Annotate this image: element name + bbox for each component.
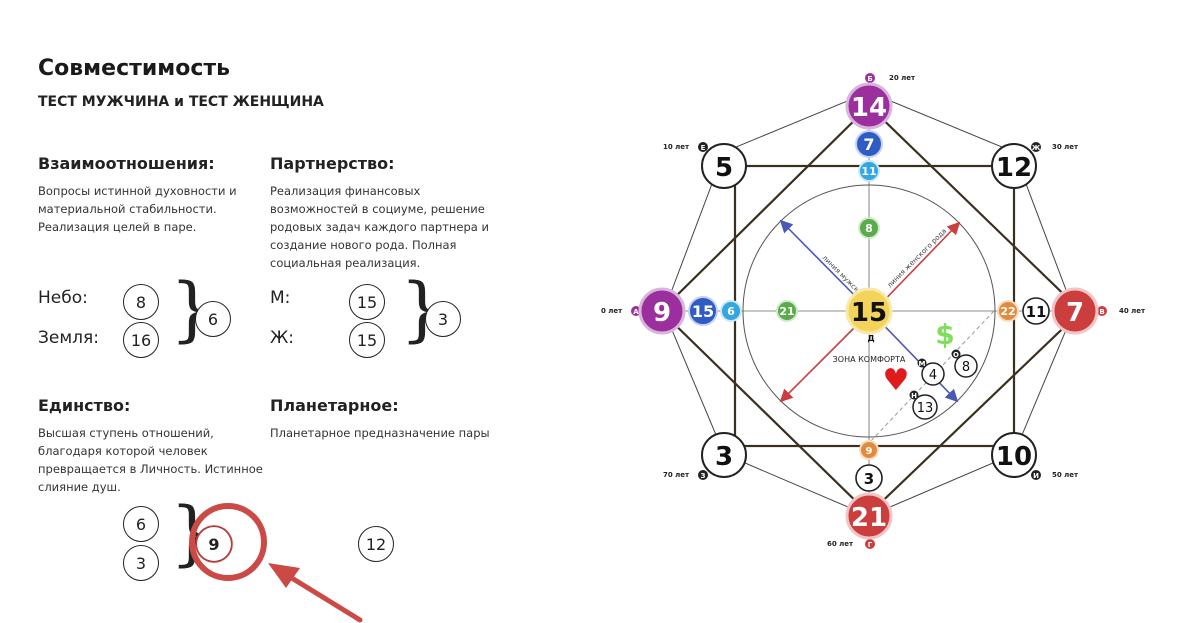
letter-b: Б (867, 75, 872, 83)
dollar-icon: $ (935, 318, 954, 351)
unity-description: Высшая ступень отношений, благодаря кото… (38, 426, 263, 494)
age-bottom-right: 50 лет (1052, 471, 1079, 479)
corner-top-left: 5 (715, 153, 733, 183)
letter-a: А (633, 308, 639, 316)
heart-icon: ♥ (883, 363, 910, 398)
page-subtitle: ТЕСТ МУЖЧИНА и ТЕСТ ЖЕНЩИНА (38, 94, 324, 110)
age-bottom: 60 лет (827, 540, 854, 548)
corner-top-right: 12 (996, 153, 1032, 183)
letter-z: З (701, 472, 706, 480)
annotation-arrow-shaft (279, 569, 363, 623)
left-main: 9 (653, 298, 671, 328)
partnership-result: 3 (425, 301, 461, 337)
earth-label: Земля: (38, 328, 100, 348)
top-third: 11 (861, 165, 876, 178)
age-left: 0 лет (601, 307, 623, 315)
letter-v: В (1099, 308, 1104, 316)
age-bottom-left: 70 лет (663, 471, 690, 479)
earth-value: 16 (123, 322, 159, 358)
node-o: 8 (962, 360, 970, 375)
age-top-right: 30 лет (1052, 143, 1079, 151)
node-m: 4 (929, 368, 937, 383)
relations-description: Вопросы истинной духовности и материальн… (38, 184, 237, 234)
left-third: 6 (727, 305, 735, 318)
sky-label: Небо: (38, 288, 88, 308)
page-title: Совместимость (38, 56, 231, 81)
left-second: 15 (692, 302, 714, 321)
right-main: 7 (1066, 298, 1084, 328)
right-second: 11 (1026, 303, 1047, 321)
male-value: 15 (349, 284, 385, 320)
partnership-title: Партнерство: (270, 154, 395, 173)
planetary-description: Планетарное предназначение пары (270, 426, 490, 440)
bottom-main: 21 (851, 503, 887, 533)
matrix-diagram: линия мужского рода линия женского рода … (601, 73, 1146, 549)
relations-result: 6 (195, 301, 231, 337)
comfort-zone-label: ЗОНА КОМФОРТА (833, 355, 906, 364)
age-top-left: 10 лет (663, 143, 690, 151)
age-top: 20 лет (889, 74, 916, 82)
relations-title: Взаимоотношения: (38, 154, 215, 173)
unity-value-bottom: 3 (123, 545, 159, 581)
letter-g: Г (868, 541, 873, 549)
node-n: 13 (917, 401, 934, 416)
unity-value-top: 6 (123, 506, 159, 542)
letter-zh: Ж (1032, 144, 1041, 152)
female-line-label: линия женского рода (886, 227, 948, 289)
center-value: 15 (851, 298, 887, 328)
top-inner: 8 (865, 222, 873, 235)
dashed-connector (868, 310, 995, 444)
age-right: 40 лет (1119, 307, 1146, 315)
female-value: 15 (349, 322, 385, 358)
unity-title: Единство: (38, 396, 131, 415)
center-letter: Д (867, 334, 874, 343)
bottom-third: 9 (866, 446, 873, 457)
male-label: М: (270, 288, 291, 308)
node-n-letter: Н (911, 392, 917, 400)
partnership-description: Реализация финансовых возможностей в соц… (270, 184, 489, 270)
female-label: Ж: (270, 328, 295, 348)
corner-bottom-left: 3 (715, 442, 733, 472)
corner-bottom-right: 10 (996, 442, 1032, 472)
top-second: 7 (863, 135, 874, 154)
letter-i: И (1033, 472, 1039, 480)
planetary-value: 12 (358, 526, 394, 562)
node-o-letter: О (953, 351, 959, 359)
left-inner: 21 (779, 305, 794, 318)
right-third: 22 (1000, 305, 1015, 318)
unity-result: 9 (196, 526, 232, 562)
letter-e: Е (701, 144, 706, 152)
bottom-second: 3 (864, 470, 874, 488)
node-m-letter: М (919, 360, 926, 368)
sky-value: 8 (123, 284, 159, 320)
top-main: 14 (851, 93, 887, 123)
annotation-arrow-head (268, 563, 300, 588)
planetary-title: Планетарное: (270, 396, 399, 415)
